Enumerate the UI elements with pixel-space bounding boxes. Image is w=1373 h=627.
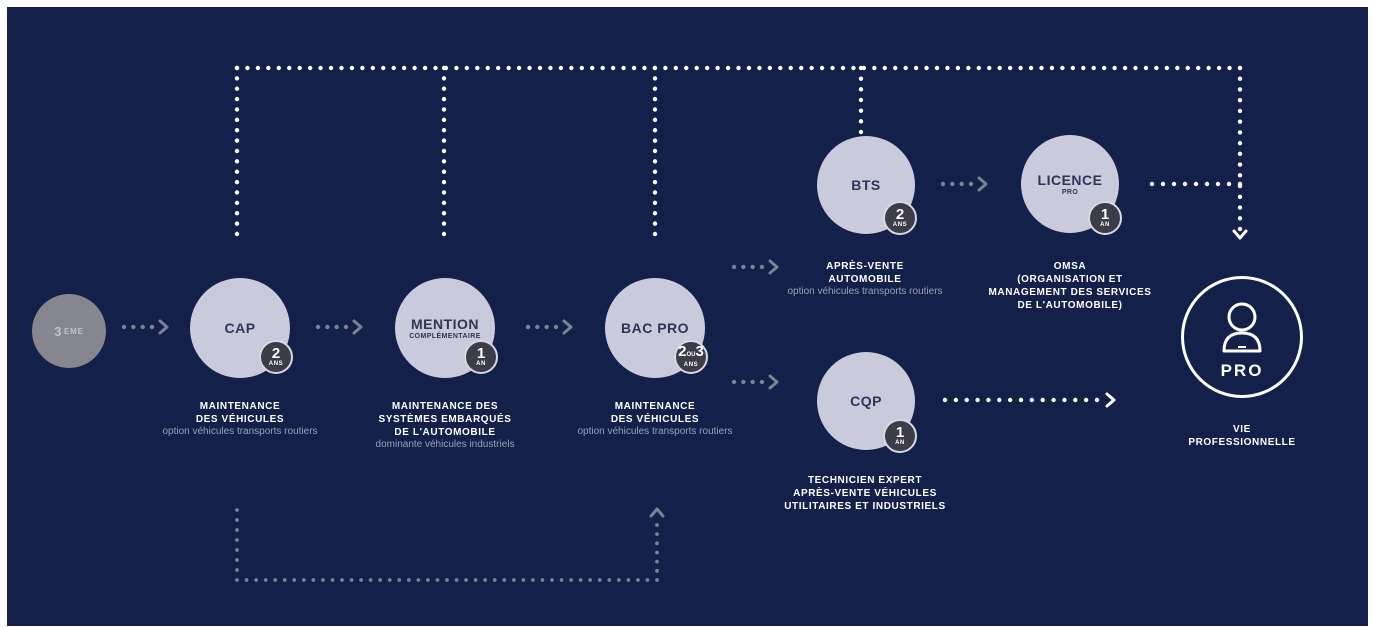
connector-cqp-pro-arrow-icon	[1105, 392, 1116, 408]
node-licence-subtitle: PRO	[1061, 189, 1079, 196]
pro-label: PRO	[1220, 361, 1264, 380]
connector-drop-pro-arrow-icon	[1232, 229, 1248, 240]
badge-bacpro-unit: ANS	[683, 362, 699, 368]
caption-cqp-line: TECHNICIEN EXPERT	[807, 475, 923, 486]
caption-mention-line: DE L'AUTOMOBILE	[394, 427, 496, 438]
caption-bts-line: AUTOMOBILE	[828, 274, 902, 285]
badge-bts-unit: ANS	[892, 221, 908, 228]
connector-top-bus	[234, 65, 1243, 71]
caption-cqp-line: APRÈS-VENTE VÉHICULES	[793, 488, 937, 499]
connector-bacpro-bts-arrow-icon	[768, 259, 779, 275]
node-bts-title: BTS	[851, 177, 881, 193]
caption-mention: MAINTENANCE DES SYSTÈMES EMBARQUÉS DE L'…	[330, 400, 560, 451]
connector-3eme-cap-arrow-icon	[158, 319, 169, 335]
badge-mention-unit: AN	[476, 360, 486, 367]
node-bacpro-title: BAC PRO	[620, 320, 690, 336]
badge-cqp: 1 AN	[883, 419, 917, 453]
start-sup: EME	[63, 326, 84, 336]
connector-mention-bacpro-arrow-icon	[562, 319, 573, 335]
badge-bacpro-num-b: 3	[695, 343, 704, 360]
badge-cap-num: 2	[271, 344, 281, 362]
badge-cqp-num: 1	[895, 423, 905, 441]
connector-bottom-loop-arrow-icon	[649, 507, 665, 518]
connector-cap-mention-arrow-icon	[352, 319, 363, 335]
node-mention-title: MENTION	[410, 316, 480, 332]
badge-cap: 2 ANS	[259, 340, 293, 374]
caption-cqp: TECHNICIEN EXPERT APRÈS-VENTE VÉHICULES …	[755, 474, 975, 513]
caption-licence-line: OMSA	[1053, 261, 1087, 272]
node-licence-title: LICENCE	[1037, 172, 1103, 188]
badge-licence-unit: AN	[1100, 221, 1110, 228]
connector-cap-mention	[315, 324, 349, 330]
node-cqp-title: CQP	[850, 393, 882, 409]
start-label: 3	[54, 323, 62, 339]
pro-node: PRO	[1181, 276, 1303, 398]
connector-bts-licence	[940, 181, 974, 187]
caption-cap-option: option véhicules transports routiers	[162, 426, 318, 437]
node-cap-title: CAP	[224, 320, 256, 336]
badge-bts: 2 ANS	[883, 201, 917, 235]
connector-bts-licence-arrow-icon	[977, 176, 988, 192]
caption-mention-option: dominante véhicules industriels	[375, 439, 515, 450]
caption-pro-line: PROFESSIONNELLE	[1188, 437, 1296, 448]
caption-licence-line: MANAGEMENT DES SERVICES	[988, 287, 1152, 298]
caption-bacpro-line: DES VÉHICULES	[610, 414, 700, 425]
connector-mention-bacpro	[525, 324, 559, 330]
caption-bacpro: MAINTENANCE DES VÉHICULES option véhicul…	[555, 400, 755, 438]
connector-cqp-pro	[942, 397, 1100, 403]
caption-cap: MAINTENANCE DES VÉHICULES option véhicul…	[140, 400, 340, 438]
caption-mention-line: SYSTÈMES EMBARQUÉS	[378, 414, 512, 425]
connector-bacpro-bts	[731, 264, 765, 270]
caption-licence: OMSA (ORGANISATION ET MANAGEMENT DES SER…	[960, 260, 1180, 312]
caption-bts: APRÈS-VENTE AUTOMOBILE option véhicules …	[760, 260, 970, 298]
badge-bacpro-or: OU	[686, 352, 696, 358]
connector-drop-bts	[858, 65, 864, 135]
caption-bacpro-option: option véhicules transports routiers	[577, 426, 733, 437]
badge-mention-num: 1	[476, 344, 486, 362]
badge-bacpro: 2OU3 ANS	[674, 340, 708, 374]
caption-pro-line: VIE	[1233, 424, 1251, 435]
badge-licence: 1 AN	[1088, 201, 1122, 235]
caption-licence-line: (ORGANISATION ET	[1017, 274, 1123, 285]
caption-mention-line: MAINTENANCE DES	[391, 401, 499, 412]
caption-bts-option: option véhicules transports routiers	[787, 286, 943, 297]
badge-bts-num: 2	[895, 205, 905, 223]
badge-bacpro-num-a: 2	[678, 343, 687, 360]
caption-bacpro-line: MAINTENANCE	[614, 401, 696, 412]
connector-drop-pro	[1237, 65, 1243, 232]
person-icon	[1222, 302, 1262, 353]
connectors-layer	[121, 65, 1248, 582]
caption-cap-line: DES VÉHICULES	[195, 414, 285, 425]
badge-cqp-unit: AN	[895, 439, 905, 446]
node-mention-subtitle: COMPLÉMENTAIRE	[409, 333, 481, 340]
connector-drop-cap	[234, 65, 240, 237]
caption-cap-line: MAINTENANCE	[199, 401, 281, 412]
connector-licence-pro	[1149, 181, 1243, 187]
badge-cap-unit: ANS	[268, 360, 284, 367]
connector-bacpro-cqp-arrow-icon	[768, 374, 779, 390]
caption-cqp-line: UTILITAIRES ET INDUSTRIELS	[784, 501, 946, 512]
caption-bts-line: APRÈS-VENTE	[826, 261, 904, 272]
connector-3eme-cap	[121, 324, 155, 330]
badge-bacpro-num: 2OU3	[678, 343, 704, 362]
badge-licence-num: 1	[1100, 205, 1110, 223]
connector-bacpro-cqp	[731, 379, 765, 385]
caption-licence-line: DE L'AUTOMOBILE)	[1017, 300, 1123, 311]
connector-drop-bacpro	[652, 65, 658, 237]
connector-bottom-loop	[235, 508, 659, 582]
badge-mention: 1 AN	[464, 340, 498, 374]
caption-pro: VIE PROFESSIONNELLE	[1152, 423, 1332, 449]
connector-drop-mention	[441, 65, 447, 237]
